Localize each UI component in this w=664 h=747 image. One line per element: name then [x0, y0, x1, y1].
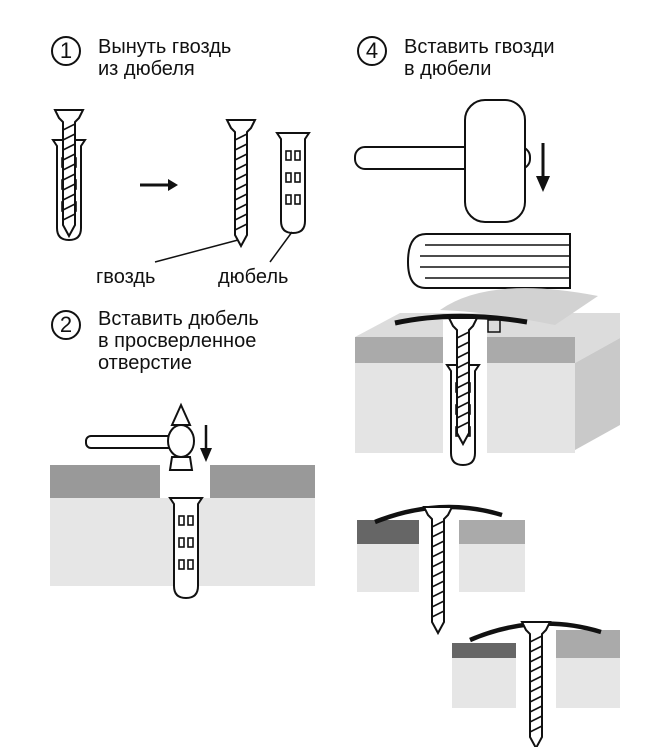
hammer-small-icon — [85, 402, 195, 471]
step-1-title: Вынуть гвоздь из дюбеля — [98, 36, 232, 80]
nail-label: гвоздь — [96, 266, 156, 288]
step-2-title: Вставить дюбель в просверленное отверсти… — [98, 308, 259, 374]
right-arrow-icon — [140, 179, 178, 191]
nail-in-dowel-icon — [52, 109, 86, 241]
floor-block-large — [355, 288, 620, 466]
step-1-number: 1 — [51, 36, 81, 66]
floor-block-medium — [357, 504, 525, 634]
threshold-profile-icon — [406, 233, 571, 289]
hammer-icon — [354, 99, 531, 223]
down-arrow-icon — [536, 143, 550, 192]
floor-block-small — [452, 621, 620, 747]
down-arrow-small-icon — [200, 425, 212, 462]
dowel-label: дюбель — [218, 266, 289, 288]
step-2-number: 2 — [51, 310, 81, 340]
dowel-icon — [276, 132, 310, 234]
step-4-title: Вставить гвозди в дюбели — [404, 36, 555, 80]
nail-icon — [226, 119, 256, 247]
step-4-number: 4 — [357, 36, 387, 66]
floor-block-drilled — [50, 465, 315, 599]
